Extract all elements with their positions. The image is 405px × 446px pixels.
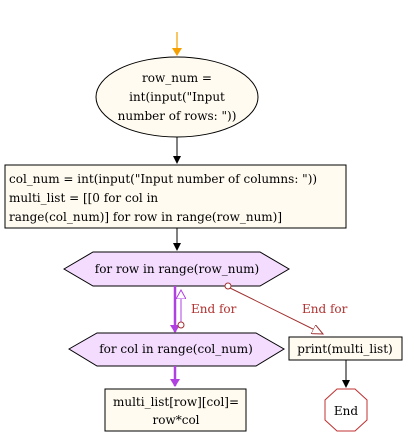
end-node: End	[324, 388, 368, 432]
process-init-node: col_num = int(input("Input number of col…	[4, 164, 347, 229]
assign-node: multi_list[row][col]= row*col	[104, 388, 247, 432]
input-rows-line3: number of rows: "))	[118, 109, 237, 123]
process-init-line2: multi_list = [[0 for col in	[9, 191, 158, 205]
input-rows-node: row_num = int(input("Input number of row…	[95, 56, 259, 138]
row-loop-end-label: End for	[302, 302, 348, 316]
loop-col-label: for col in range(col_num)	[99, 342, 253, 356]
input-rows-line1: row_num =	[142, 71, 212, 85]
loop-back-connector	[177, 321, 185, 329]
print-label: print(multi_list)	[297, 342, 392, 356]
col-loop-end-label: End for	[191, 302, 237, 316]
input-rows-line2: int(input("Input	[129, 90, 225, 104]
assign-line1: multi_list[row][col]=	[113, 395, 239, 409]
loop-row-label: for row in range(row_num)	[95, 262, 259, 276]
process-init-line1: col_num = int(input("Input number of col…	[9, 172, 317, 186]
print-node: print(multi_list)	[288, 336, 403, 361]
end-label: End	[334, 404, 358, 418]
assign-line2: row*col	[152, 413, 199, 427]
loop-col-node: for col in range(col_num)	[68, 332, 285, 367]
loop-row-node: for row in range(row_num)	[63, 251, 290, 287]
row-loop-exit-connector	[224, 282, 232, 290]
process-init-line3: range(col_num)] for row in range(row_num…	[9, 210, 282, 224]
row-loop-exit-arrow	[229, 287, 323, 334]
